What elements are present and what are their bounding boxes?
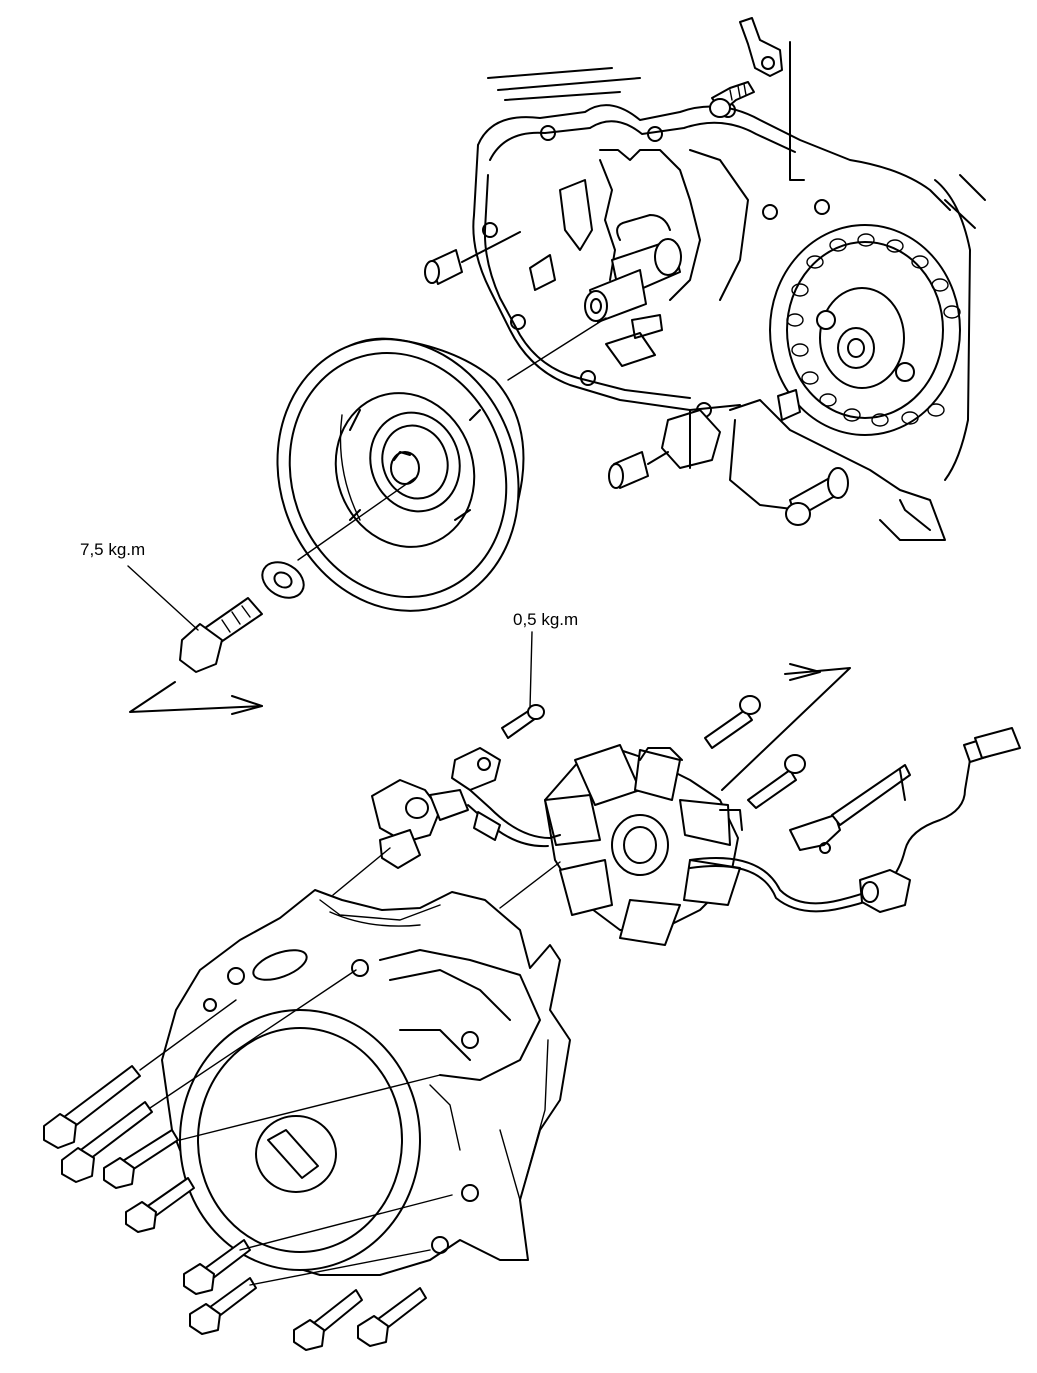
- stator-bolt-torque-label: 0,5 kg.m: [513, 610, 579, 629]
- flywheel-bolt-torque-label: 7,5 kg.m: [80, 540, 146, 559]
- flywheel-bolt: [179, 597, 263, 673]
- stator-bolts: [501, 695, 806, 809]
- pulser-coil: [371, 747, 561, 869]
- flywheel-washer: [261, 561, 305, 599]
- cover-bolts: [43, 1065, 427, 1351]
- flywheel-rotor: [276, 337, 525, 612]
- crankcase: [424, 17, 986, 541]
- stator-assembly: [544, 744, 743, 946]
- stator-wiring-harness: [689, 727, 1021, 913]
- generator-cover: [161, 889, 571, 1276]
